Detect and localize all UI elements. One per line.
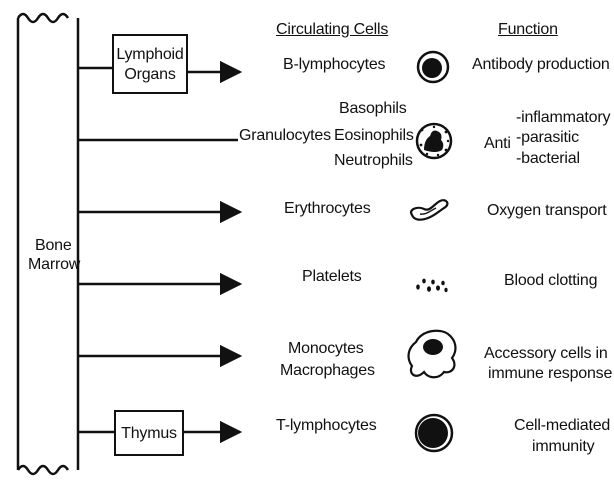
function-parasitic: -parasitic [516,128,579,147]
lymphoid-label: Lymphoid [114,45,186,64]
platelets-icon [416,279,447,293]
cell-t-lymphocytes: T-lymphocytes [276,416,377,435]
cell-eosinophils: Eosinophils [334,126,414,145]
cell-platelets: Platelets [302,267,362,286]
function-blood-clotting: Blood clotting [504,271,597,290]
function-anti-prefix: Anti [484,134,511,153]
cell-b-lymphocytes: B-lymphocytes [283,55,385,74]
header-function: Function [498,20,558,39]
function-antibody-production: Antibody production [472,55,610,74]
thymus-label: Thymus [116,424,182,443]
cell-erythrocytes: Erythrocytes [284,199,371,218]
bone-label: Bone [35,236,72,255]
marrow-top-wave [18,14,68,22]
erythrocyte-icon [411,200,447,219]
marrow-bottom-wave [18,466,68,474]
macrophage-icon [409,331,456,378]
function-inflammatory: -inflammatory [516,108,610,127]
organs-label: Organs [114,65,186,84]
cell-neutrophils: Neutrophils [334,151,413,170]
marrow-label: Marrow [28,255,80,274]
function-oxygen-transport: Oxygen transport [487,201,607,220]
function-bacterial: -bacterial [516,149,580,168]
function-accessory-cells-line1: Accessory cells in [484,344,608,363]
cell-basophils: Basophils [339,99,407,118]
granulocytes-label: Granulocytes [239,126,331,145]
cell-macrophages: Macrophages [280,361,375,380]
function-cell-mediated-line2: immunity [532,437,594,456]
cell-monocytes: Monocytes [288,339,364,358]
thymus-box: Thymus [114,410,184,456]
granulocyte-icon [417,124,451,158]
header-circulating-cells: Circulating Cells [276,20,388,39]
function-cell-mediated-line1: Cell-mediated [514,416,610,435]
lymphoid-organs-box: Lymphoid Organs [112,34,188,94]
b-lymphocyte-icon [418,52,448,82]
function-accessory-cells-line2: immune response [488,364,612,383]
t-lymphocyte-icon [416,415,452,451]
